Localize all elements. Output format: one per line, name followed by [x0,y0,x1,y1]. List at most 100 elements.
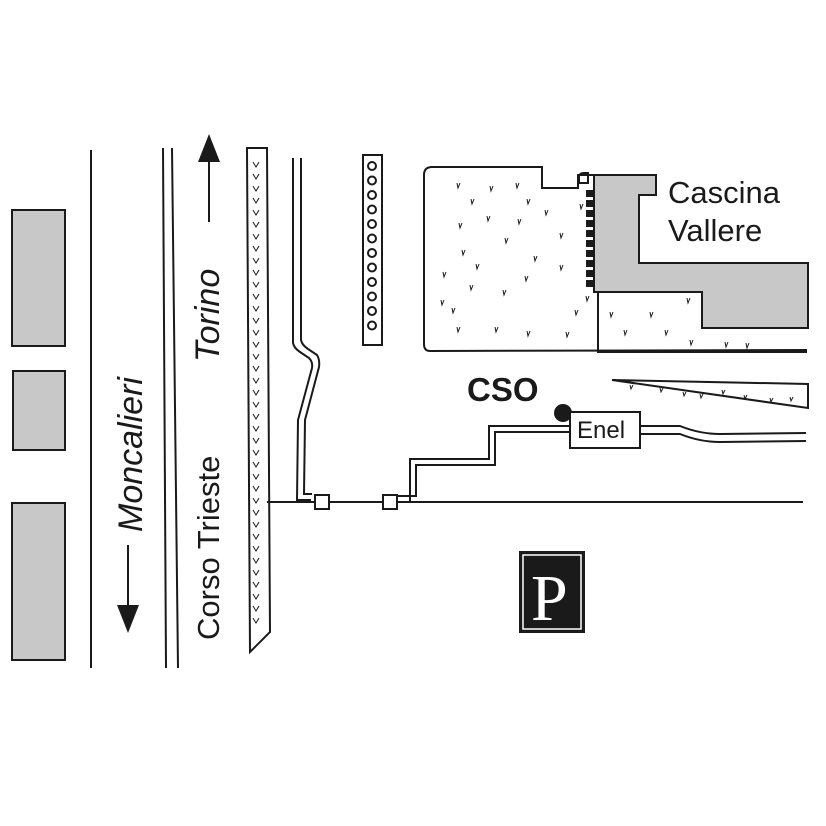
grass-mark [524,275,529,283]
river-strip [611,379,809,410]
hedge-mark [252,449,260,456]
grass-mark [469,284,474,292]
hedge-mark [252,161,260,168]
hedge-mark [252,209,260,216]
grass-mark [533,255,538,263]
hedge-mark [252,233,260,240]
tree-symbol [367,248,377,258]
building-stud [586,230,594,237]
hedge-mark [252,461,260,468]
grass-mark [699,393,704,400]
tree-row [362,154,383,346]
parking-icon: P [519,551,585,635]
hedge-mark [252,605,260,612]
grass-mark [442,271,447,279]
tree-symbol [367,306,377,316]
building-stud [586,240,594,247]
label-enel: Enel [577,417,625,444]
grass-mark [629,384,634,391]
tree-symbol [367,262,377,273]
hedge-mark [252,557,260,564]
grass-mark [609,311,614,319]
grass-mark [458,222,463,230]
building-left-top [11,209,66,347]
hedge-mark [252,329,260,336]
tree-symbol [367,291,377,302]
tree-symbol [367,204,377,215]
grass-mark [623,329,628,337]
label-moncalieri: Moncalieri [112,376,150,532]
hedge-mark [252,581,260,588]
grass-mark [456,326,461,334]
grass-mark [659,387,664,394]
building-stud [586,200,594,207]
hedge-mark [252,413,260,420]
label-torino: Torino [189,269,227,362]
hedge-mark [252,353,260,360]
building-stud [586,260,594,267]
grass-mark [517,218,522,226]
grass-mark [664,329,669,337]
grass-mark [724,341,729,349]
hedge-mark [252,437,260,444]
label-corso-trieste: Corso Trieste [191,456,226,640]
building-chimney [578,172,589,184]
hedge-mark [252,473,260,480]
grass-mark [559,232,564,240]
parking-letter: P [531,562,568,635]
hedge-mark [252,509,260,516]
hedge-mark [252,269,260,276]
grass-mark [470,198,475,206]
grass-mark [515,182,520,190]
hedge-strip [245,147,272,655]
hedge-mark [252,185,260,192]
grass-mark [494,326,499,334]
grass-mark [475,263,480,271]
hedge-mark [252,281,260,288]
junction-box-2 [382,494,398,510]
hedge-mark [252,521,260,528]
building-left-middle [12,370,66,451]
building-stud [586,220,594,227]
hedge-mark [252,533,260,540]
grass-mark [526,198,531,206]
grass-mark [526,330,531,338]
grass-mark [565,331,570,339]
hedge-mark [252,377,260,384]
hedge-mark [252,497,260,504]
grass-mark [649,311,654,319]
hedge-mark [252,317,260,324]
hedge-mark [252,389,260,396]
tree-symbol [367,175,377,186]
side-path [292,158,314,501]
building-stud [586,270,594,277]
building-left-bottom [11,502,66,661]
grass-mark [686,297,691,305]
grass-mark [769,397,774,404]
hedge-mark [252,221,260,228]
building-cascina [593,174,809,329]
hedge-mark [252,401,260,408]
building-stud [586,210,594,217]
building-stud [586,280,594,287]
enel-box [569,411,641,449]
grass-mark [579,203,584,211]
hedge-mark [252,617,260,624]
cable-line-outer [397,425,570,503]
label-cascina: Cascina [668,175,781,210]
hedge-mark [252,245,260,252]
hedge-mark [252,545,260,552]
cable-line-inner [397,431,570,497]
tree-symbol [367,219,377,229]
hedge-mark [252,425,260,432]
tree-symbol [367,190,377,200]
arrow-north-icon [198,134,220,222]
grass-mark [504,237,509,245]
hedge-mark [252,257,260,264]
hedge-mark [252,305,260,312]
grass-mark [486,215,491,223]
grass-mark [789,396,794,403]
hedge-mark [252,593,260,600]
grass-mark [682,391,687,398]
